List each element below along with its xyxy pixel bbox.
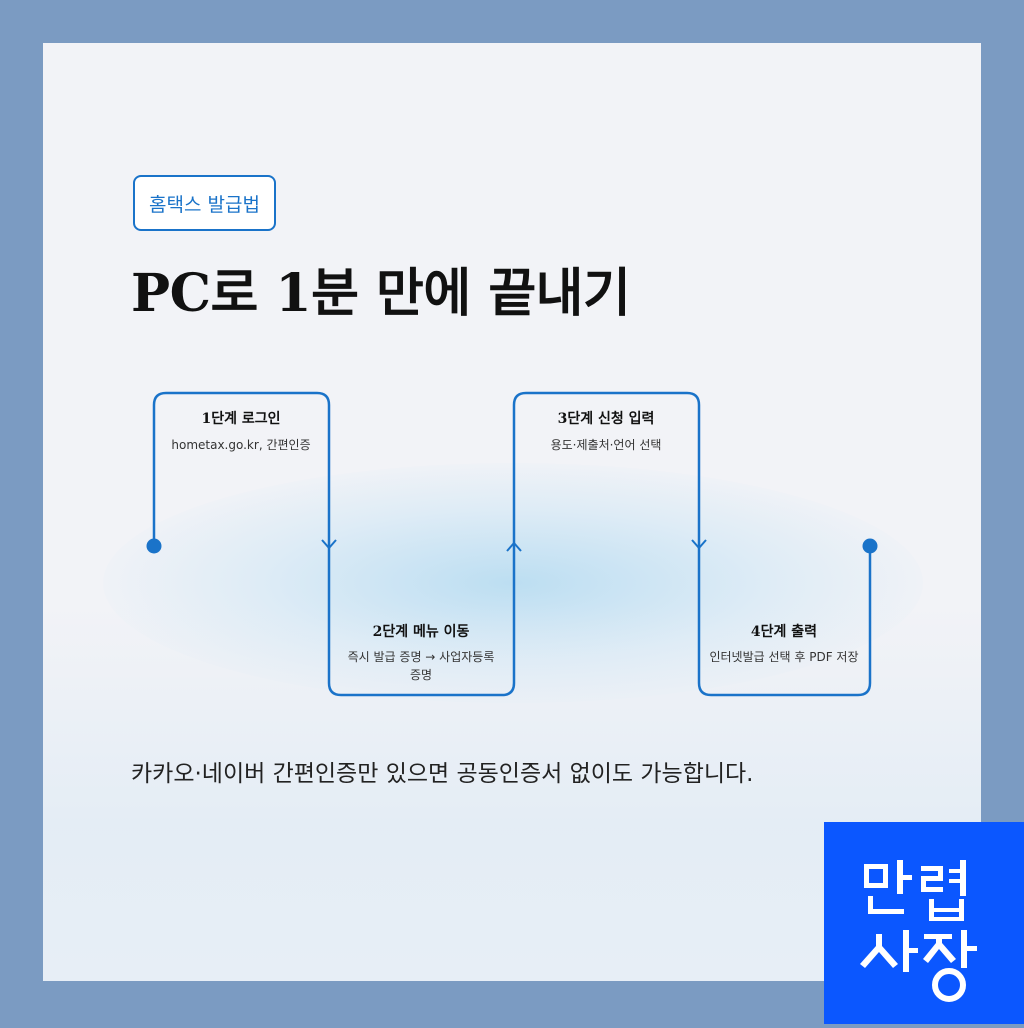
- step-3-desc: 용도·제출처·언어 선택: [550, 438, 662, 452]
- arrow-down-icon: [691, 539, 707, 550]
- step-4-title: 4단계 출력: [750, 624, 818, 640]
- arrow-up-icon: [506, 541, 522, 552]
- step-4-desc: 인터넷발급 선택 후 PDF 저장: [709, 650, 859, 664]
- page-title: PC로 1분 만에 끝내기: [131, 263, 631, 324]
- arrow-down-icon: [321, 539, 337, 550]
- step-2-desc: 즉시 발급 증명 → 사업자등록증명: [347, 650, 495, 682]
- flow-start-dot: [146, 538, 162, 554]
- flow-end-dot: [862, 538, 878, 554]
- brand-logo: [824, 822, 1024, 1024]
- footnote: 카카오·네이버 간편인증만 있으면 공동인증서 없이도 가능합니다.: [131, 761, 754, 787]
- step-1-desc: hometax.go.kr, 간편인증: [171, 438, 311, 452]
- step-3-title: 3단계 신청 입력: [557, 411, 655, 427]
- step-flow-path: [146, 391, 878, 697]
- step-2-title: 2단계 메뉴 이동: [372, 624, 470, 640]
- content-card: 홈택스 발급법 PC로 1분 만에 끝내기 1단계 로그인 hometax.go…: [43, 43, 981, 981]
- category-tag: 홈택스 발급법: [133, 175, 276, 231]
- step-1-title: 1단계 로그인: [201, 411, 281, 427]
